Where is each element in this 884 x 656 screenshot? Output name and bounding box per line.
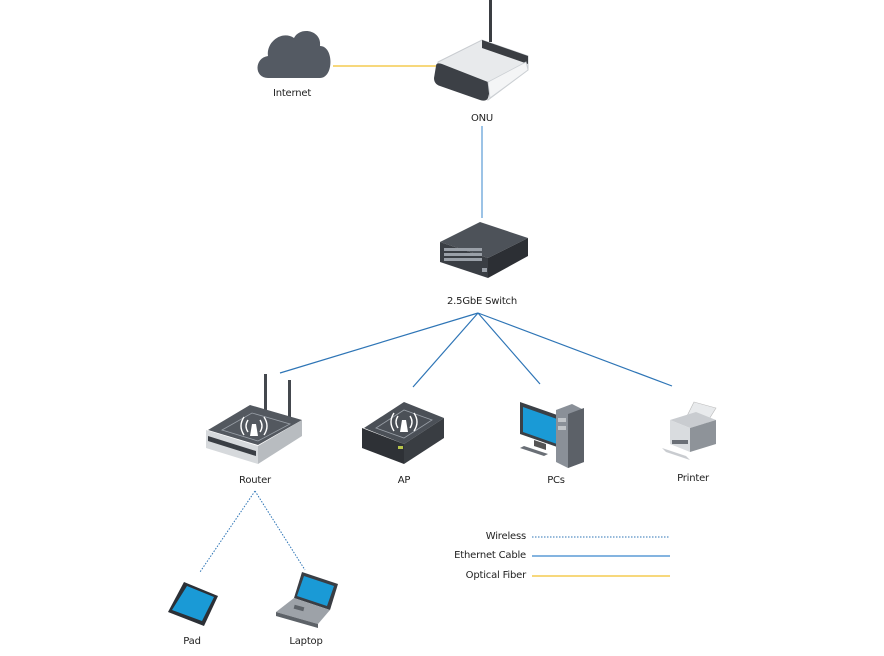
link-switch-printer-ethernet <box>477 312 673 387</box>
network-switch-icon <box>440 222 528 278</box>
pad-label: Pad <box>183 636 201 647</box>
legend <box>532 536 670 577</box>
printer-icon <box>662 401 717 460</box>
switch-label: 2.5GbE Switch <box>447 296 517 307</box>
link-switch-pcs-ethernet <box>477 312 541 385</box>
onu-label: ONU <box>470 113 494 124</box>
internet-label: Internet <box>272 88 312 99</box>
onu-device-icon <box>434 0 529 101</box>
link-switch-router-ethernet <box>279 312 479 374</box>
link-switch-ap-ethernet <box>412 312 479 388</box>
tablet-icon <box>168 582 218 626</box>
wireless-router-icon <box>206 374 302 464</box>
legend-label-optical-fiber: Optical Fiber <box>465 570 527 581</box>
laptop-icon <box>276 572 338 628</box>
connections <box>199 65 673 573</box>
desktop-pc-icon <box>520 402 584 468</box>
link-router-pad-wireless <box>199 490 256 573</box>
router-label: Router <box>239 475 271 486</box>
legend-label-ethernet: Ethernet Cable <box>454 550 526 561</box>
access-point-icon <box>362 402 444 464</box>
laptop-label: Laptop <box>289 636 323 647</box>
pcs-label: PCs <box>547 475 565 486</box>
cloud-icon <box>257 31 331 78</box>
ap-label: AP <box>397 475 411 486</box>
legend-label-wireless: Wireless <box>485 531 526 542</box>
link-router-laptop-wireless <box>254 490 306 571</box>
printer-label: Printer <box>677 473 709 484</box>
